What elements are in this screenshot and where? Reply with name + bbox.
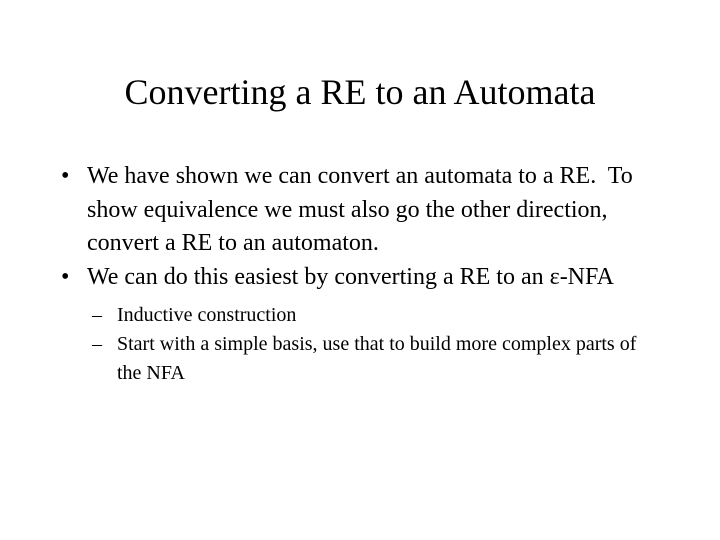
sub-list: – Inductive construction – Start with a … bbox=[54, 301, 654, 388]
sub-list-item: – Start with a simple basis, use that to… bbox=[92, 330, 654, 388]
bullet-dot-icon: • bbox=[61, 263, 70, 290]
page-title: Converting a RE to an Automata bbox=[124, 72, 596, 112]
list-item: • We can do this easiest by converting a… bbox=[54, 261, 654, 295]
list-item: • We have shown we can convert an automa… bbox=[54, 160, 654, 261]
slide-body: • We have shown we can convert an automa… bbox=[54, 160, 654, 388]
bullet-dash-icon: – bbox=[92, 304, 102, 326]
bullet-dot-icon: • bbox=[61, 163, 70, 189]
list-item-text: We have shown we can convert an automata… bbox=[87, 163, 639, 256]
bullet-dash-icon: – bbox=[92, 333, 102, 355]
sub-list-item-text: Inductive construction bbox=[117, 304, 297, 326]
sub-list-item-text: Start with a simple basis, use that to b… bbox=[117, 333, 642, 384]
sub-list-item: – Inductive construction bbox=[92, 301, 654, 330]
list-item-text: We can do this easiest by converting a R… bbox=[87, 263, 614, 290]
